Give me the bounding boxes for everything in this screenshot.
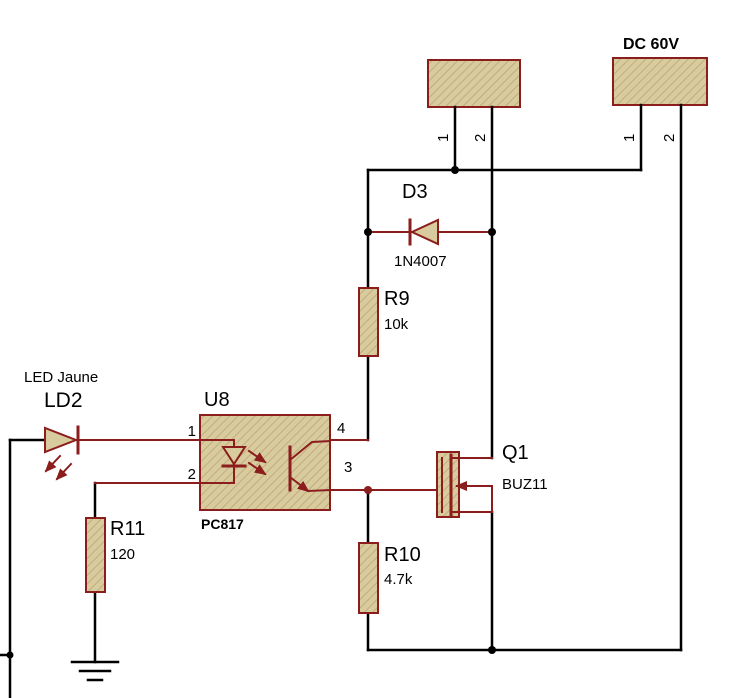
- connector-right-pin1-label: 1: [621, 134, 638, 142]
- connector-left-body: [427, 59, 521, 108]
- junction-dot: [451, 166, 459, 174]
- u8-pin3-number: 3: [344, 459, 352, 476]
- resistor-r11: R11 120: [85, 517, 145, 593]
- r9-body: [358, 287, 379, 357]
- u8-collector-path: [288, 439, 332, 462]
- ld2-emission-arrow-1: [44, 454, 62, 473]
- u8-led-anode-path: [199, 439, 235, 448]
- q1-body: [436, 451, 460, 518]
- junctions: [6, 166, 496, 659]
- u8-pin1-number: 1: [188, 423, 196, 440]
- ld2-note-label: LED Jaune: [24, 369, 98, 386]
- connector-right-pin2-label: 2: [661, 134, 678, 142]
- resistor-r10: R10 4.7k: [358, 542, 421, 614]
- connector-left-pin1-label: 1: [435, 134, 452, 142]
- u8-pin4-number: 4: [337, 420, 345, 437]
- ld2-emission-arrow-2: [55, 462, 73, 481]
- junction-dot: [488, 228, 496, 236]
- u8-emission-arrow-1: [247, 449, 267, 464]
- r9-ref-label: R9: [384, 288, 410, 310]
- r9-value-label: 10k: [384, 316, 409, 333]
- d3-ref-label: D3: [402, 181, 428, 203]
- d3-triangle: [409, 218, 439, 246]
- connector-left: 1 2: [427, 59, 521, 234]
- r10-body: [358, 542, 379, 614]
- d3-value-label: 1N4007: [394, 253, 447, 270]
- u8-emission-arrow-2: [247, 461, 267, 476]
- led-ld2: LED Jaune LD2: [24, 369, 201, 481]
- connector-right-body: [612, 57, 708, 106]
- u8-led-cathode-path: [199, 465, 235, 484]
- ld2-triangle: [44, 426, 79, 454]
- q1-ref-label: Q1: [502, 442, 529, 464]
- ground-symbol: [70, 660, 120, 682]
- u8-ref-label: U8: [204, 389, 230, 411]
- r10-value-label: 4.7k: [384, 571, 413, 588]
- resistor-r9: R9 10k: [358, 287, 410, 357]
- u8-emitter-path: [306, 488, 332, 493]
- junction-dot: [6, 651, 14, 659]
- u8-emitter-arrow: [288, 475, 310, 493]
- r11-value-label: 120: [110, 546, 135, 563]
- u8-pin2-number: 2: [188, 466, 196, 483]
- mosfet-q1: Q1 BUZ11: [436, 442, 548, 518]
- r10-ref-label: R10: [384, 544, 421, 566]
- ld2-ref-label: LD2: [44, 389, 83, 412]
- junction-dot: [364, 228, 372, 236]
- connector-left-pin2-label: 2: [472, 134, 489, 142]
- connector-right: DC 60V 1 2: [612, 36, 708, 652]
- r11-ref-label: R11: [110, 518, 145, 540]
- u8-led-triangle: [221, 446, 247, 466]
- junction-dot: [488, 646, 496, 654]
- diode-d3: D3 1N4007: [367, 181, 493, 270]
- optocoupler-u8: U8 PC817 1 2 4 3: [94, 389, 369, 532]
- q1-value-label: BUZ11: [502, 476, 548, 493]
- junction-dot: [364, 486, 372, 494]
- r11-body: [85, 517, 106, 593]
- supply-label: DC 60V: [623, 36, 679, 53]
- u8-value-label: PC817: [201, 516, 244, 532]
